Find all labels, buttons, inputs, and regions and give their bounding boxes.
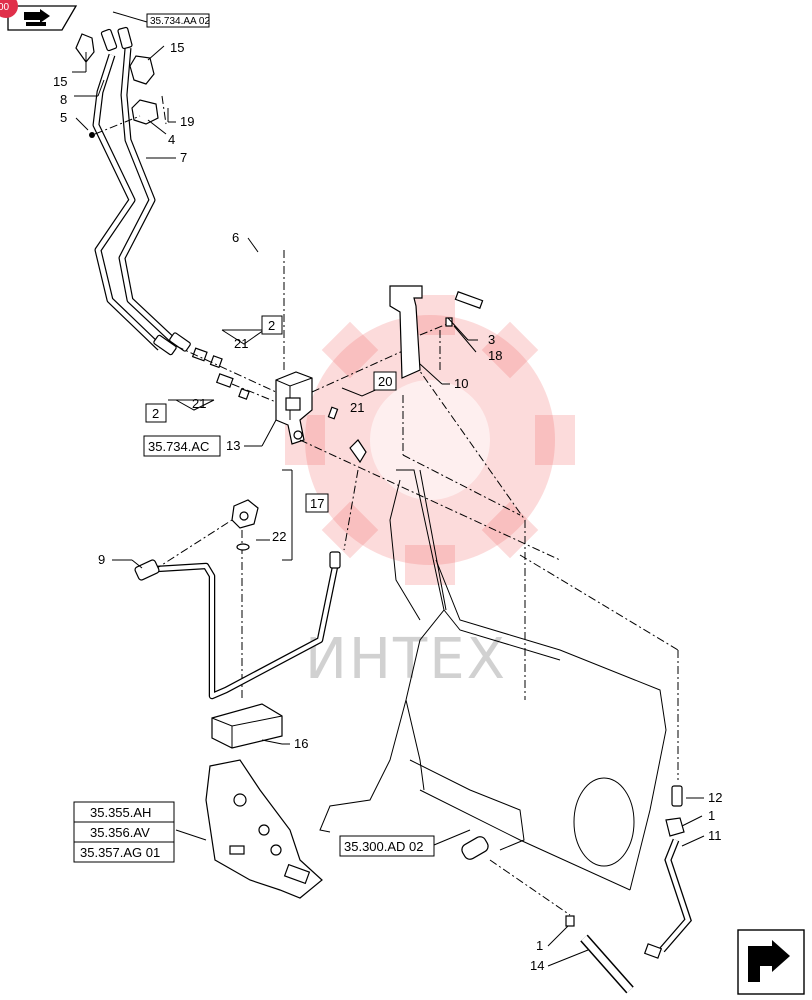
fitting-1b	[565, 915, 575, 927]
label-9: 9	[98, 552, 105, 567]
label-13: 13	[226, 438, 240, 453]
clamp-15-right	[129, 55, 155, 85]
label-11: 11	[708, 828, 722, 843]
label-8: 8	[60, 92, 67, 107]
label-1-top: 1	[708, 808, 715, 823]
ref-box-top[interactable]	[146, 13, 210, 28]
label-22: 22	[272, 529, 286, 544]
svg-text:20: 20	[378, 374, 392, 389]
label-1-bottom: 1	[536, 938, 543, 953]
part-3	[454, 291, 484, 309]
fitting-22	[231, 499, 259, 551]
clamp-15-left	[75, 33, 95, 63]
valve-block-13	[275, 371, 313, 445]
label-21-top: 21	[234, 336, 248, 351]
label-19: 19	[180, 114, 194, 129]
ref-box-35-734-ac[interactable]	[143, 435, 221, 457]
label-14: 14	[530, 958, 544, 973]
label-18: 18	[488, 348, 502, 363]
label-3: 3	[488, 332, 495, 347]
svg-text:2: 2	[268, 318, 275, 333]
label-21-mid: 21	[192, 396, 206, 411]
svg-text:2: 2	[152, 406, 159, 421]
label-16: 16	[294, 736, 308, 751]
svg-text:17: 17	[310, 496, 324, 511]
valve-assembly	[205, 759, 323, 899]
next-page-icon[interactable]	[737, 929, 805, 995]
prev-page-icon[interactable]	[7, 5, 78, 31]
callout-box-20[interactable]	[373, 371, 397, 391]
label-6: 6	[232, 230, 239, 245]
label-12: 12	[708, 790, 722, 805]
callout-box-17[interactable]	[305, 493, 329, 513]
ref-box-35-357-ag[interactable]	[73, 841, 175, 863]
watermark-gear-logo	[285, 295, 575, 585]
machine-frame	[319, 469, 667, 891]
label-10: 10	[454, 376, 468, 391]
label-7: 7	[180, 150, 187, 165]
page-badge: 00	[0, 0, 18, 18]
svg-text:35.355.AH: 35.355.AH	[90, 805, 151, 820]
watermark-text: ИНТЕХ	[305, 627, 507, 692]
svg-text:35.357.AG 01: 35.357.AG 01	[80, 845, 160, 860]
block-16	[211, 703, 283, 749]
ref-top-label: 35.734.AA 02	[150, 16, 210, 27]
svg-text:35.300.AD 02: 35.300.AD 02	[344, 839, 424, 854]
clamp-4	[131, 99, 159, 125]
svg-text:35.356.AV: 35.356.AV	[90, 825, 150, 840]
leader-lines	[72, 45, 705, 967]
label-5: 5	[60, 110, 67, 125]
callout-box-2-left[interactable]	[145, 403, 167, 423]
svg-text:35.734.AC: 35.734.AC	[148, 439, 209, 454]
svg-text:00: 00	[0, 2, 10, 13]
label-21-right: 21	[350, 400, 364, 415]
callout-box-2-top[interactable]	[261, 315, 283, 335]
label-15-left: 15	[53, 74, 67, 89]
fitting-1a	[665, 817, 685, 837]
label-4: 4	[168, 132, 175, 147]
bracket-10	[389, 285, 423, 379]
ref-box-35-300-ad[interactable]	[339, 835, 435, 857]
fitting-12	[671, 785, 683, 807]
label-15-right: 15	[170, 40, 184, 55]
